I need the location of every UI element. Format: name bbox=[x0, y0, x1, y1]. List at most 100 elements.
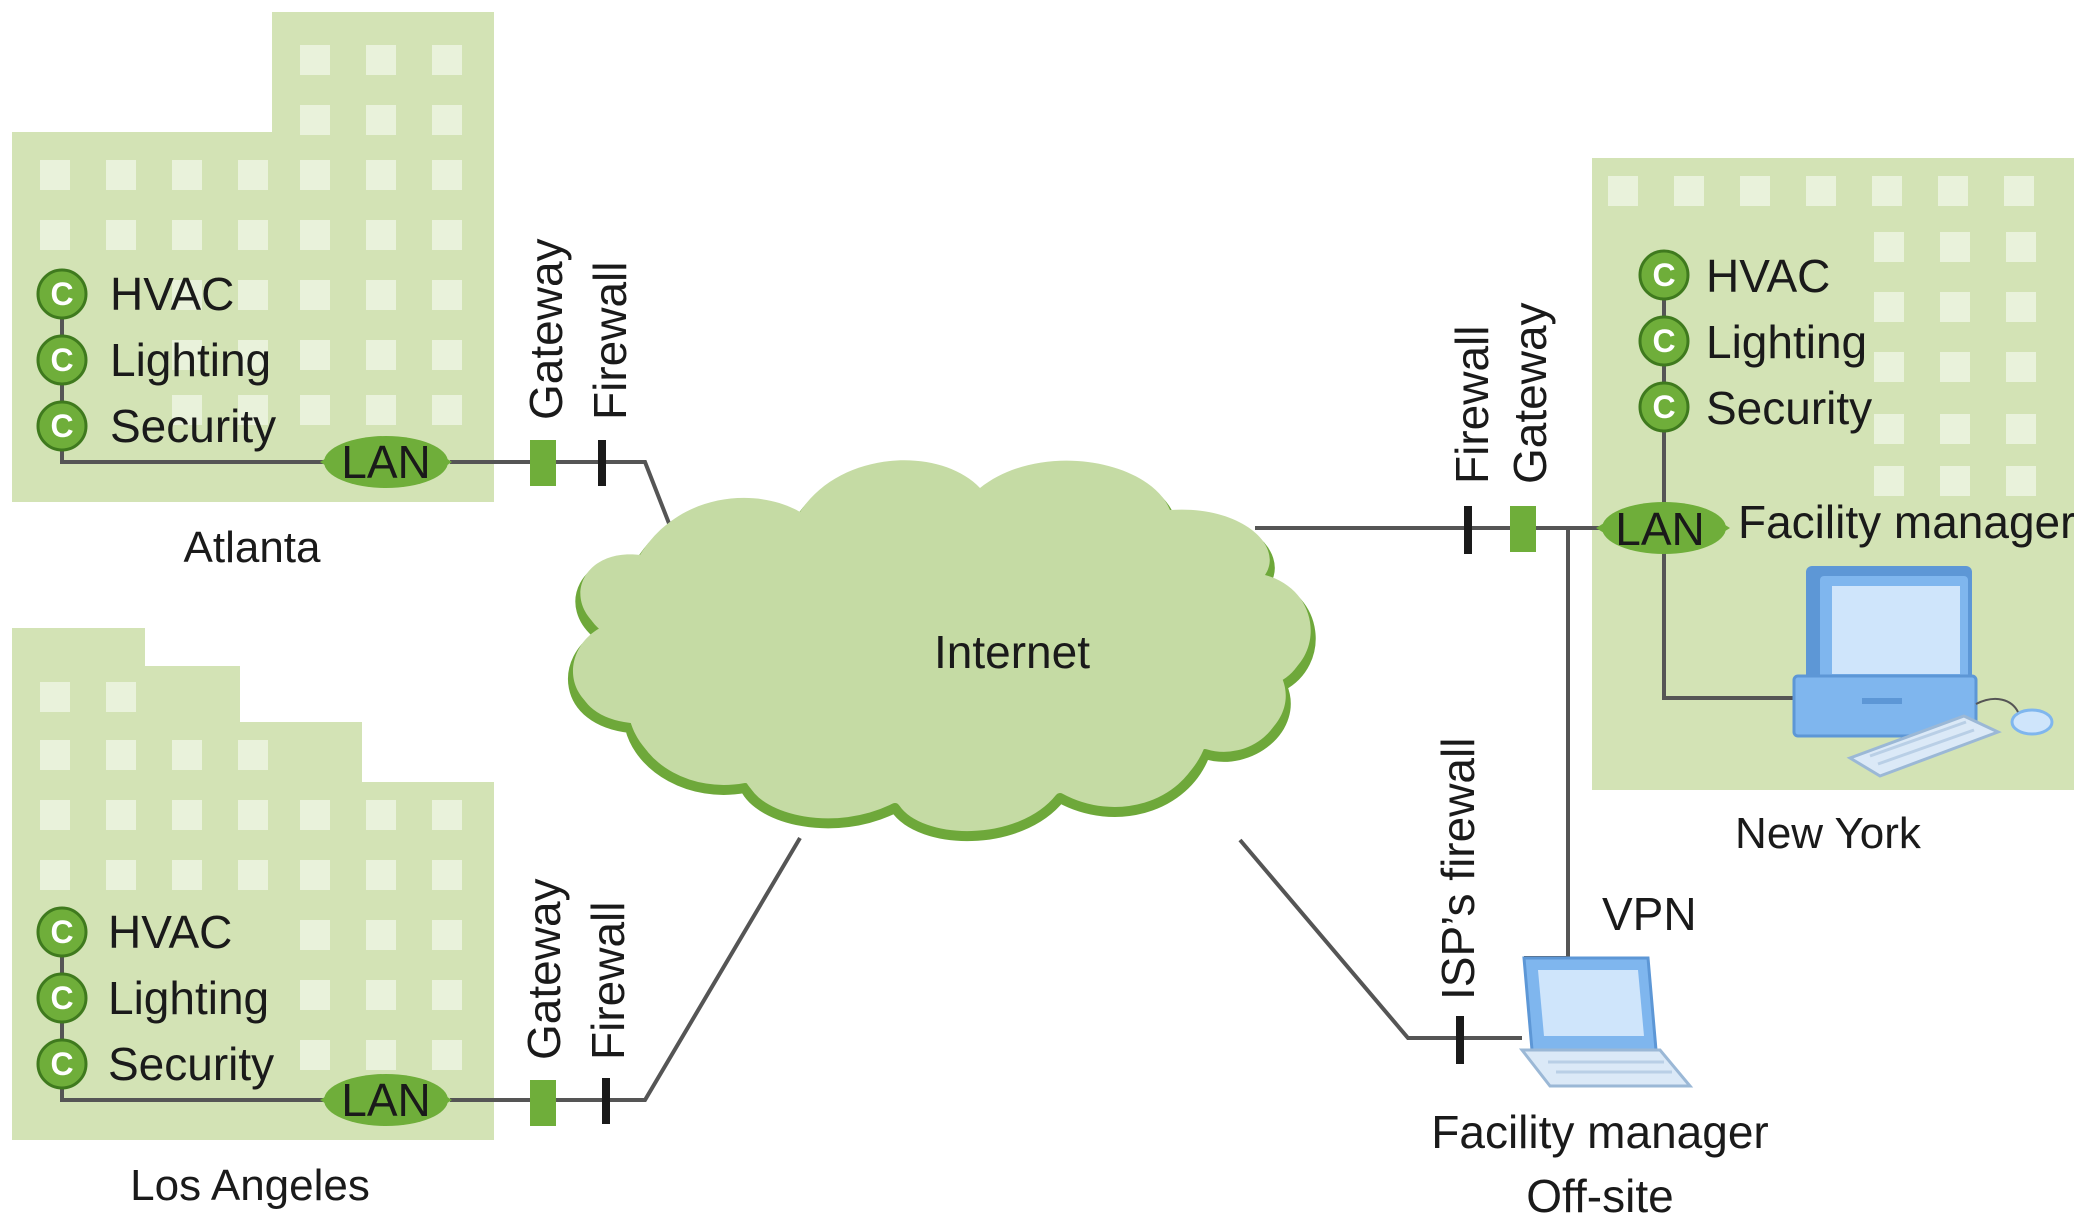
window bbox=[1740, 176, 1770, 206]
svg-text:C: C bbox=[50, 408, 73, 444]
window bbox=[366, 220, 396, 250]
controller-label: Security bbox=[110, 400, 276, 452]
window bbox=[238, 280, 268, 310]
la-lighting-controller: C Lighting bbox=[36, 972, 269, 1024]
offsite-label-line2: Off-site bbox=[1526, 1170, 1673, 1222]
svg-text:C: C bbox=[50, 1046, 73, 1082]
offsite-label-line1: Facility manager bbox=[1431, 1106, 1768, 1158]
window bbox=[1940, 414, 1970, 444]
window bbox=[2006, 352, 2036, 382]
gateway-icon bbox=[530, 440, 556, 486]
offsite-link bbox=[1238, 838, 1522, 1040]
window bbox=[366, 395, 396, 425]
c-circle-icon bbox=[1638, 315, 1690, 367]
window bbox=[300, 220, 330, 250]
window bbox=[238, 395, 268, 425]
window bbox=[40, 800, 70, 830]
window bbox=[238, 740, 268, 770]
la-security-controller: C Security bbox=[36, 1038, 274, 1090]
window bbox=[300, 800, 330, 830]
window bbox=[300, 280, 330, 310]
svg-text:C: C bbox=[50, 276, 73, 312]
ny-lan: LAN bbox=[1596, 502, 1730, 555]
ny-hvac-controller: C HVAC bbox=[1638, 249, 1830, 302]
controller-label: Lighting bbox=[1706, 316, 1867, 368]
controller-label: Security bbox=[108, 1038, 274, 1090]
window bbox=[366, 280, 396, 310]
c-circle-icon bbox=[36, 268, 88, 320]
controller-label: Lighting bbox=[108, 972, 269, 1024]
atlanta-gateway-label: Gateway bbox=[520, 238, 572, 420]
c-circle-icon bbox=[1638, 381, 1690, 433]
ny-facility-manager-label: Facility manager bbox=[1738, 496, 2074, 548]
window bbox=[238, 800, 268, 830]
window bbox=[106, 740, 136, 770]
c-circle-icon bbox=[36, 906, 88, 958]
window bbox=[172, 860, 202, 890]
window bbox=[432, 45, 462, 75]
window bbox=[1940, 352, 1970, 382]
window bbox=[366, 800, 396, 830]
controller-label: HVAC bbox=[108, 906, 232, 958]
svg-text:LAN: LAN bbox=[341, 1074, 430, 1126]
window bbox=[432, 800, 462, 830]
ny-firewall-label: Firewall bbox=[1446, 326, 1498, 484]
window bbox=[172, 280, 202, 310]
window bbox=[432, 1040, 462, 1070]
window bbox=[106, 220, 136, 250]
window bbox=[366, 340, 396, 370]
ny-lighting-controller: C Lighting bbox=[1638, 315, 1867, 368]
window bbox=[2004, 176, 2034, 206]
window bbox=[300, 860, 330, 890]
window bbox=[1874, 232, 1904, 262]
window bbox=[106, 160, 136, 190]
window bbox=[40, 160, 70, 190]
window bbox=[366, 860, 396, 890]
window bbox=[366, 1040, 396, 1070]
window bbox=[172, 220, 202, 250]
window bbox=[172, 340, 202, 370]
window bbox=[432, 395, 462, 425]
window bbox=[432, 920, 462, 950]
atlanta-city-label: Atlanta bbox=[184, 523, 322, 572]
window bbox=[40, 860, 70, 890]
window bbox=[432, 280, 462, 310]
window bbox=[172, 160, 202, 190]
window bbox=[366, 920, 396, 950]
window bbox=[300, 160, 330, 190]
window bbox=[1874, 414, 1904, 444]
window bbox=[366, 160, 396, 190]
window bbox=[1940, 466, 1970, 496]
la-uplink bbox=[450, 836, 802, 1102]
controller-label: Lighting bbox=[110, 334, 271, 386]
window bbox=[172, 740, 202, 770]
vpn-label: VPN bbox=[1602, 888, 1697, 940]
ny-vpn-link bbox=[1524, 528, 1570, 960]
desktop-computer-icon bbox=[1792, 566, 2054, 778]
window bbox=[1874, 352, 1904, 382]
atlanta-controllers: C HVAC C Lighting C Security LAN Gateway… bbox=[36, 238, 636, 572]
window bbox=[2006, 232, 2036, 262]
svg-text:C: C bbox=[50, 980, 73, 1016]
window bbox=[300, 920, 330, 950]
window bbox=[172, 800, 202, 830]
window bbox=[238, 860, 268, 890]
window bbox=[366, 45, 396, 75]
window bbox=[432, 160, 462, 190]
window bbox=[2006, 292, 2036, 322]
firewall-icon bbox=[602, 1078, 610, 1124]
window bbox=[1806, 176, 1836, 206]
la-controllers: C HVAC C Lighting C Security LAN Gateway… bbox=[36, 878, 634, 1210]
svg-text:C: C bbox=[1652, 323, 1675, 359]
gateway-icon bbox=[1510, 506, 1536, 552]
window bbox=[1874, 466, 1904, 496]
internet-label: Internet bbox=[934, 626, 1090, 678]
controller-label: Security bbox=[1706, 382, 1872, 434]
window bbox=[2006, 466, 2036, 496]
window bbox=[172, 395, 202, 425]
window bbox=[1940, 232, 1970, 262]
internet-cloud: Internet bbox=[567, 460, 1316, 842]
window bbox=[300, 45, 330, 75]
window bbox=[432, 980, 462, 1010]
